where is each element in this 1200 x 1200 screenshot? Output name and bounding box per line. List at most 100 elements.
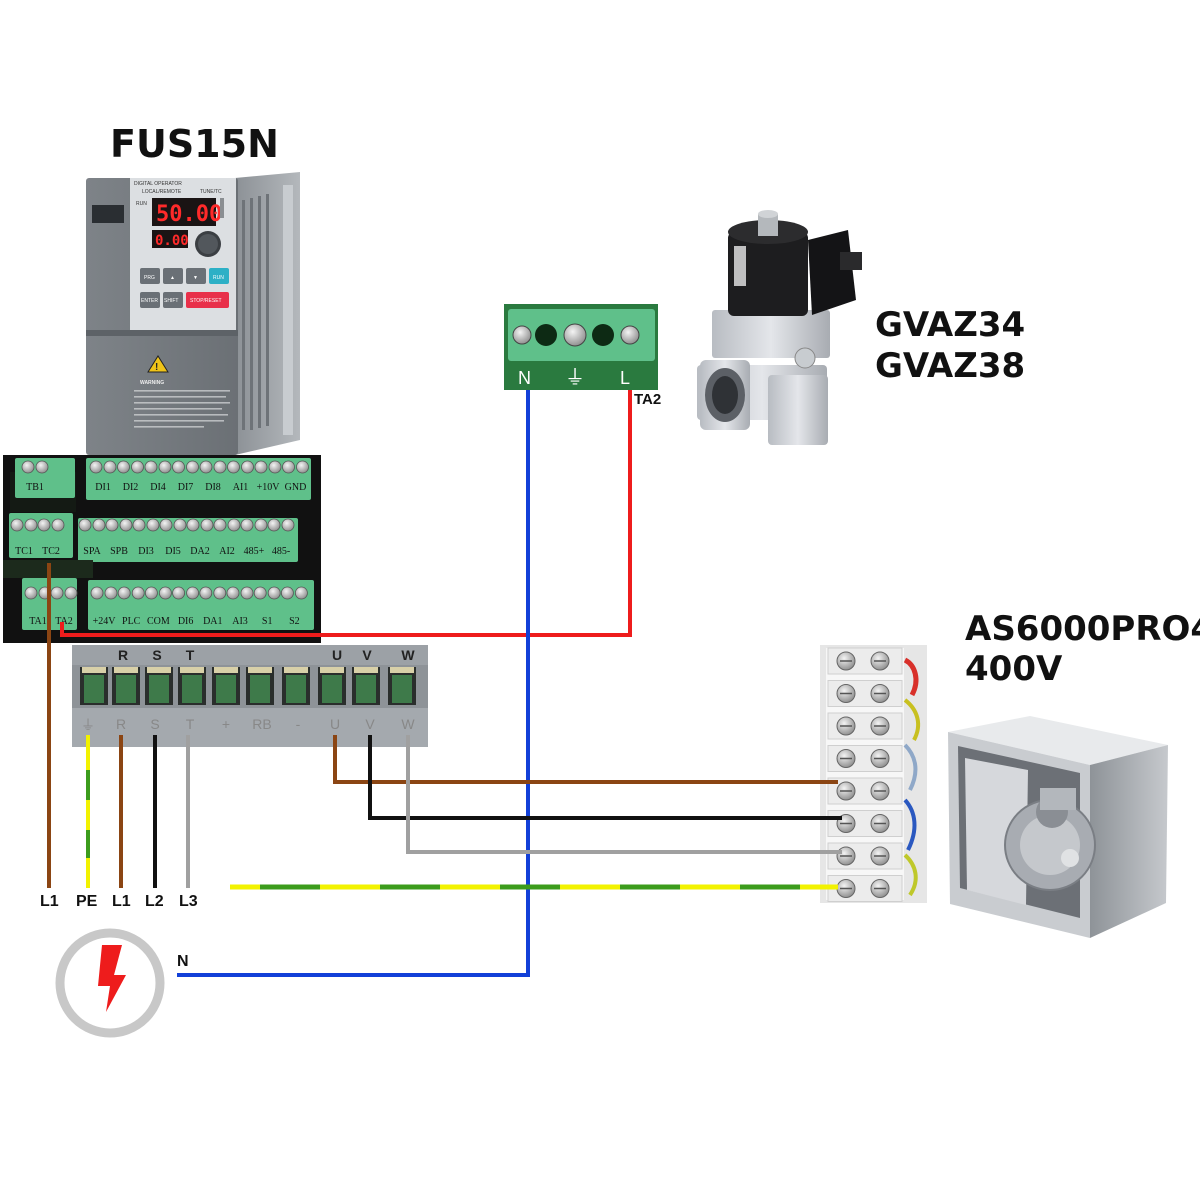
power-earth-label: ⏚: [81, 717, 95, 733]
power-top-label-t: T: [186, 647, 195, 663]
terminal-screw-da2[interactable]: [186, 518, 200, 532]
terminal-screw-spa[interactable]: [78, 518, 92, 532]
warning-text-lines: [134, 390, 230, 428]
terminal-label-di1: DI1: [95, 482, 111, 493]
terminal-screw-ai1[interactable]: [227, 460, 240, 474]
terminal-label-tc1: TC1: [15, 546, 33, 557]
terminal-screw-s1[interactable]: [253, 586, 267, 600]
warning-triangle-icon: [147, 355, 169, 373]
terminal-screw-com[interactable]: [144, 586, 158, 600]
wire-ta2-red: [60, 390, 632, 637]
terminal-label-ai2: AI2: [219, 546, 235, 557]
power-top-label-r: R: [118, 647, 128, 663]
fan-model: AS6000PRO4: [965, 609, 1200, 649]
terminal-screw-ta1[interactable]: [24, 586, 38, 600]
enter-key-label: ENTER: [141, 298, 158, 304]
terminal-label-di3: DI3: [138, 546, 154, 557]
terminal-screw-tc2[interactable]: [37, 518, 51, 532]
svg-text:!: !: [155, 362, 158, 373]
down-key[interactable]: [186, 268, 206, 284]
valve-terminal-block: N ⏚ L TA2: [504, 304, 661, 408]
stop-reset-key[interactable]: [186, 292, 229, 308]
power-bottom-label-s: S: [150, 716, 159, 732]
terminal-screw-tc1[interactable]: [10, 518, 24, 532]
power-top-label-s: S: [152, 647, 161, 663]
terminal-label-di4: DI4: [150, 482, 166, 493]
main-display-value: 50.00: [156, 202, 222, 227]
power-bottom-label-t: T: [186, 716, 195, 732]
shift-key[interactable]: [163, 292, 183, 308]
main-display: [152, 198, 216, 226]
operator-label: DIGITAL OPERATOR: [134, 181, 182, 187]
terminal-label-plc: PLC: [122, 616, 141, 627]
warning-title: WARNING: [140, 380, 164, 386]
terminal-screw-di5[interactable]: [159, 518, 173, 532]
power-top-label-w: W: [401, 647, 415, 663]
terminal-label-com: COM: [147, 616, 170, 627]
inverter-unit: DIGITAL OPERATOR LOCAL/REMOTE TUNE/TC RU…: [86, 172, 300, 455]
valve-terminal-l-label: L: [620, 368, 630, 388]
supply-labels: L1 PE L1 L2 L3 N: [40, 893, 198, 970]
up-key[interactable]: [163, 268, 183, 284]
prg-key-label: PRG: [144, 275, 155, 281]
terminal-screw-ai3[interactable]: [226, 586, 240, 600]
sub-display-value: 0.00: [155, 233, 189, 249]
terminal-screw-10v[interactable]: [254, 460, 268, 474]
terminal-label-tc2: TC2: [42, 546, 60, 557]
solenoid-valve-image: [697, 210, 862, 445]
terminal-screw-di3[interactable]: [132, 518, 146, 532]
supply-label-l1-b: L1: [112, 893, 131, 910]
terminal-screw-di2[interactable]: [117, 460, 130, 474]
terminal-screw-di1[interactable]: [89, 460, 103, 474]
terminal-label-di6: DI6: [178, 616, 194, 627]
terminal-label-di8: DI8: [205, 482, 221, 493]
terminal-screw-tb1[interactable]: [21, 460, 35, 474]
power-source-icon: [55, 928, 165, 1038]
terminal-screw-ta2[interactable]: [50, 586, 64, 600]
power-bottom-label-v: V: [365, 716, 375, 732]
power-top-label-v: V: [362, 647, 372, 663]
valve-model-2: GVAZ38: [875, 346, 1025, 386]
terminal-screw-gnd[interactable]: [282, 460, 295, 474]
up-key-label: ▲: [170, 275, 175, 281]
terminal-label-di5: DI5: [165, 546, 181, 557]
terminal-screw-di8[interactable]: [199, 460, 213, 474]
prg-key[interactable]: [140, 268, 160, 284]
terminal-screw-di7[interactable]: [172, 460, 185, 474]
motor-terminal-strip: [820, 645, 927, 903]
enter-key[interactable]: [140, 292, 160, 308]
wire-u-motor: [333, 735, 838, 784]
terminal-screw-di6[interactable]: [172, 586, 186, 600]
ta2-wire-label: TA2: [634, 391, 661, 408]
terminal-label-s1: S1: [262, 616, 273, 627]
run-indicator-label: RUN: [136, 201, 147, 207]
inverter-title: FUS15N: [110, 122, 279, 166]
terminal-screw-s2[interactable]: [280, 586, 294, 600]
power-bottom-label-x: -: [296, 716, 301, 732]
run-key[interactable]: [209, 268, 229, 284]
terminal-screw-485[interactable]: [240, 518, 254, 532]
terminal-screw-di4[interactable]: [144, 460, 158, 474]
terminal-label-10v: +10V: [257, 482, 281, 493]
terminal-screw-ai2[interactable]: [213, 518, 227, 532]
neutral-label: N: [177, 953, 189, 970]
terminal-screw-485[interactable]: [267, 518, 281, 532]
terminal-screw-da1[interactable]: [199, 586, 213, 600]
supply-label-l1-a: L1: [40, 893, 59, 910]
terminal-screw-plc[interactable]: [117, 586, 131, 600]
terminal-label-da1: DA1: [203, 616, 222, 627]
wiring: [47, 390, 842, 977]
terminal-label-24v: +24V: [93, 616, 117, 627]
terminal-label-di2: DI2: [123, 482, 139, 493]
tune-label: TUNE/TC: [200, 189, 222, 195]
terminal-screw-spb[interactable]: [105, 518, 119, 532]
terminal-label-485: 485+: [244, 546, 265, 557]
terminal-screw-24v[interactable]: [90, 586, 104, 600]
supply-label-l2: L2: [145, 893, 164, 910]
terminal-label-da2: DA2: [190, 546, 209, 557]
power-top-label-u: U: [332, 647, 342, 663]
terminal-label-spb: SPB: [110, 546, 128, 557]
